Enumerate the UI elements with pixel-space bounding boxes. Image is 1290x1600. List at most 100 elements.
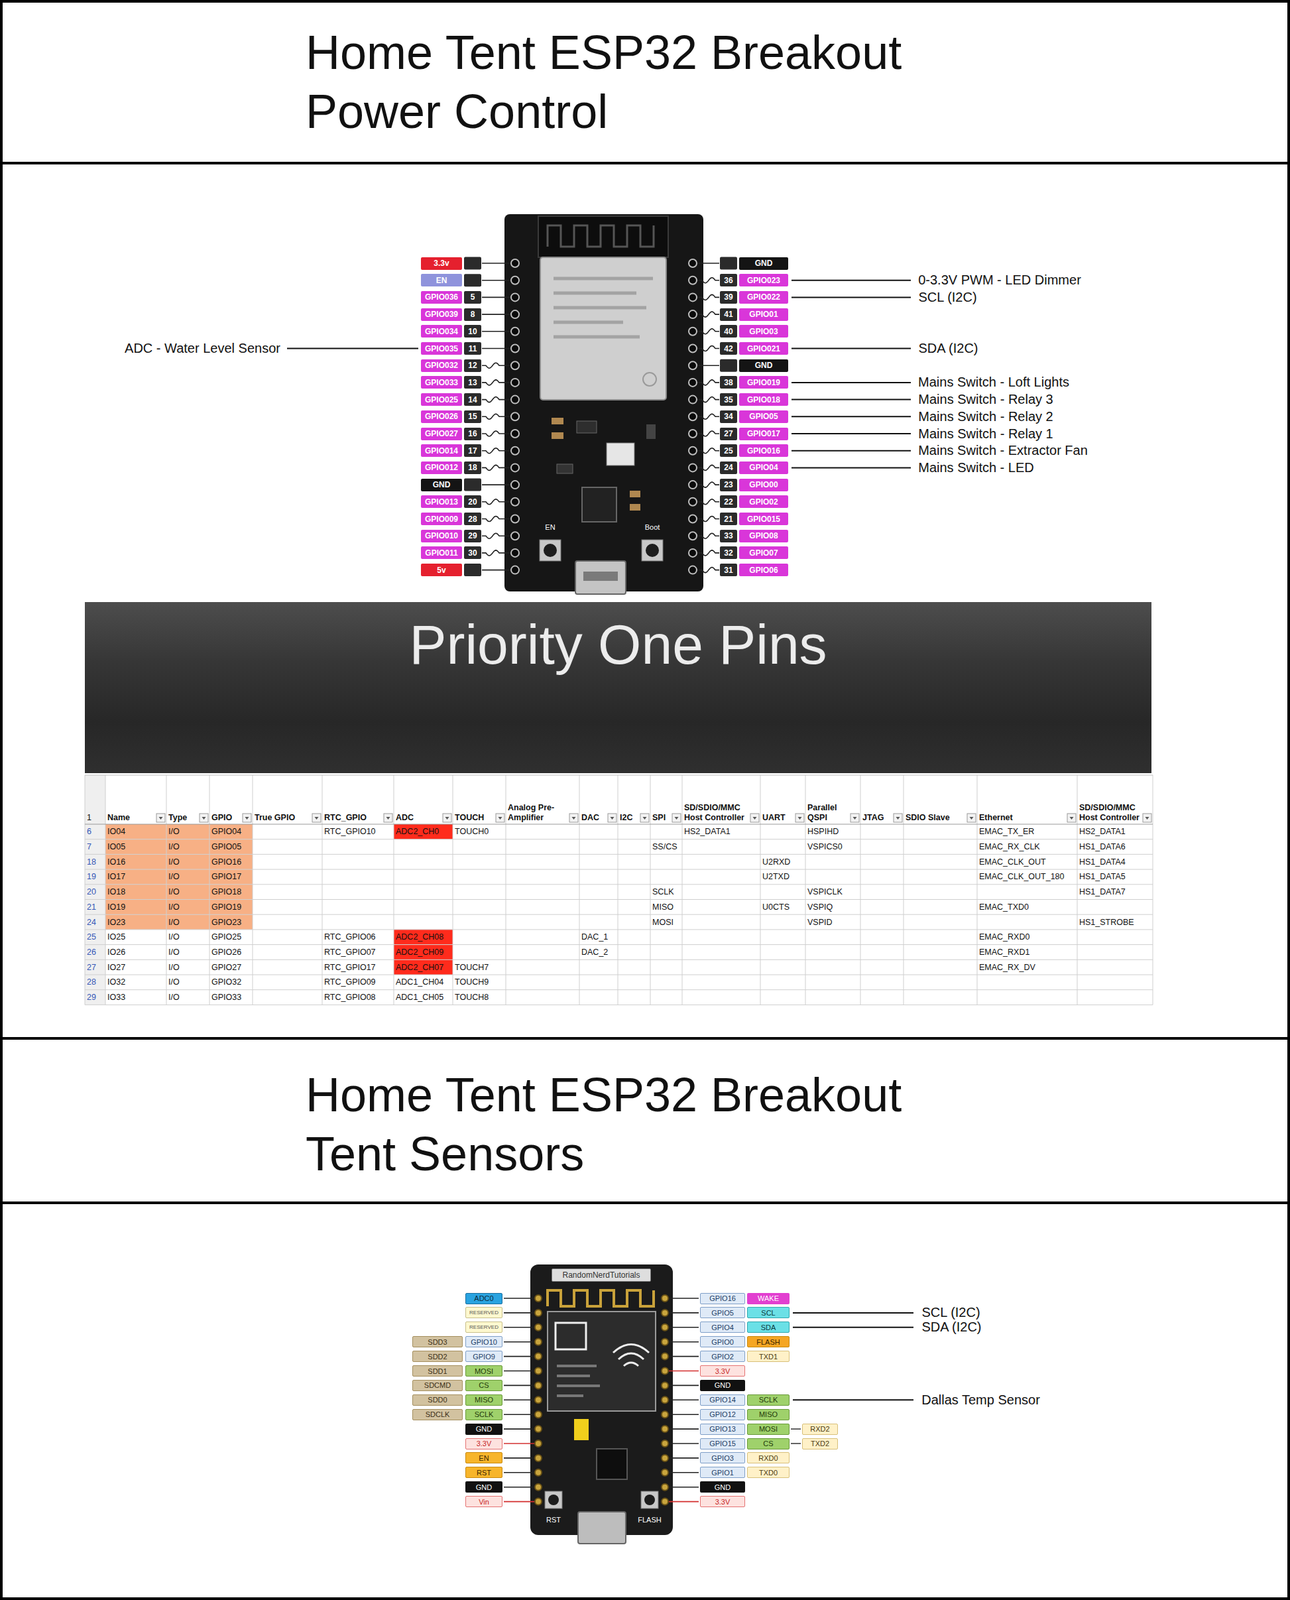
label-text: IO33 [107, 992, 126, 1002]
pin-wire [503, 1442, 535, 1444]
header-pin [511, 327, 520, 336]
pin-wire [481, 397, 511, 403]
label-text: 28 [86, 977, 97, 987]
label-text: IO25 [107, 932, 126, 942]
label-text: I/O [168, 992, 180, 1002]
label-text: TOUCH [454, 812, 484, 822]
label-text: GPIO5 [711, 1308, 734, 1317]
header-pin [688, 548, 697, 557]
leader-line [791, 450, 911, 452]
module-marking [556, 1365, 600, 1396]
callout-text: Mains Switch - Extractor Fan [914, 442, 1092, 459]
label-text: SCLK [652, 886, 675, 897]
leader-line [791, 348, 911, 350]
label-text: Mains Switch - Loft Lights [918, 374, 1070, 390]
table-header-cell: Parallel QSPI [805, 774, 861, 824]
pin-wire [481, 464, 511, 470]
pin-wire [481, 296, 511, 299]
filter-arrow [572, 816, 577, 820]
label-text: ADC [395, 812, 414, 822]
header-pin [661, 1483, 669, 1491]
grid-line [84, 928, 1153, 930]
table-header-cell: Name [105, 774, 167, 824]
pin-label: GPIO1 [700, 1466, 746, 1478]
nodemcu-board [530, 1264, 673, 1544]
label-text: GPIO009 [424, 514, 459, 524]
label-text: GPIO3 [711, 1453, 734, 1462]
label-text: RTC_GPIO09 [324, 977, 376, 987]
callout-text: SCL (I2C) [914, 289, 981, 305]
highlight-cell [105, 899, 253, 915]
wifi-logo [613, 1344, 649, 1367]
grid-line [322, 774, 323, 1005]
table-cell: EMAC_CLK_OUT_180 [977, 869, 1078, 885]
row-header-column [84, 774, 106, 1005]
header-pin [688, 515, 697, 524]
header-pin [661, 1323, 669, 1331]
label-text: EN [478, 1453, 489, 1462]
label-text: ADC0 [473, 1293, 494, 1302]
button-cap [548, 1494, 559, 1505]
table-header-cell: Analog Pre-Amplifier [505, 774, 580, 824]
pin-wire [503, 1500, 535, 1503]
pin-wire [697, 516, 720, 522]
label-text: 30 [468, 548, 477, 558]
table-cell: I/O [166, 929, 210, 945]
table-cell: ADC2_CH07 [393, 959, 453, 975]
pin-label: GPIO07 [739, 546, 789, 559]
label-text: GPIO14 [709, 1395, 736, 1404]
header-pin [511, 497, 520, 506]
table-cell: ADC2_CH0 [393, 823, 453, 840]
pin-function-label: WAKE [747, 1292, 790, 1304]
table-cell: HS1_DATA5 [1077, 869, 1153, 885]
pin-label: GPIO9 [465, 1350, 503, 1362]
label-text: GPIO022 [747, 292, 781, 302]
pin-label: GPIO5 [700, 1306, 746, 1318]
callout-text: Dallas Temp Sensor [918, 1391, 1044, 1408]
label-text: GPIO26 [211, 947, 242, 957]
filter-button [156, 813, 166, 822]
grid-line [617, 774, 619, 1005]
pin-wire [697, 379, 720, 386]
pin-number: 20 [464, 495, 482, 508]
label-text: GPIO036 [424, 292, 459, 302]
table-header-cell: DAC [579, 774, 618, 824]
pin-wire [668, 1355, 699, 1357]
label-text: SDCLK [425, 1409, 451, 1418]
header-pin [661, 1396, 669, 1403]
label-text: Mains Switch - Relay 2 [918, 409, 1053, 425]
label-text: 36 [723, 275, 733, 286]
label-text: IO19 [107, 902, 126, 912]
pin-number: 21 [719, 512, 738, 526]
pin-wire [481, 532, 511, 539]
label-text: ADC2_CH0 [395, 826, 439, 836]
label-text: ADC1_CH04 [395, 977, 444, 987]
pin-number-box [464, 563, 482, 577]
label-text: GPIO18 [211, 886, 242, 897]
pin-function-label: TXD2 [802, 1437, 838, 1450]
label-text: 40 [723, 326, 733, 337]
leader-line [792, 1311, 914, 1314]
heading-text: Home Tent ESP32 Breakout Tent Sensors [305, 1065, 969, 1184]
pin-label: GPIO012 [420, 461, 463, 474]
header-pin [534, 1396, 542, 1403]
pin-label: GPIO019 [739, 375, 789, 389]
table-cell: EMAC_TX_ER [977, 823, 1078, 840]
table-cell: DAC_1 [579, 929, 618, 945]
pin-wire [481, 313, 511, 315]
module-shield [540, 257, 667, 400]
pin-label: GPIO015 [739, 512, 789, 526]
label-text: VSPIQ [807, 902, 833, 912]
label-text: 29 [86, 992, 97, 1002]
pin-label: GND [700, 1379, 746, 1391]
header-pin [688, 310, 697, 319]
label-text: 24 [723, 462, 733, 472]
pin-wire [697, 328, 720, 335]
pin-number: 41 [719, 308, 738, 321]
pin-function-label: SDD3 [412, 1335, 463, 1348]
pin-number: 42 [719, 342, 738, 355]
filter-button [607, 813, 617, 822]
header-pin [534, 1381, 542, 1389]
pin-label: GND [739, 257, 789, 270]
header-pin [661, 1294, 669, 1302]
